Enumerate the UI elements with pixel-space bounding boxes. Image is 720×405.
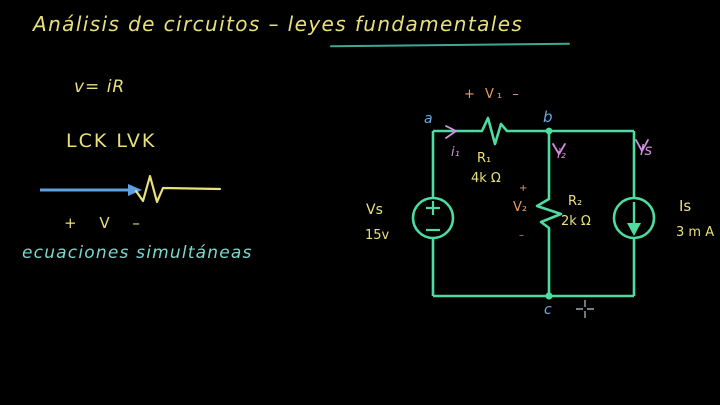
- ohms-law-equation: v= iR: [74, 77, 126, 97]
- current-source-value-label: 3 m A: [676, 225, 715, 240]
- r2-voltage-minus-sign: –: [519, 230, 524, 241]
- simultaneous-equations-note: ecuaciones simultáneas: [22, 243, 253, 263]
- current-i1-arrow: [445, 125, 457, 139]
- r2-voltage-plus-sign: +: [519, 183, 528, 194]
- crosshair-cursor-icon: [576, 300, 594, 318]
- r1-value-label: 4k Ω: [471, 171, 501, 186]
- resistor-r2-symbol: [535, 190, 563, 298]
- node-b-label: b: [543, 108, 553, 126]
- current-arrow-head: [128, 184, 142, 196]
- kirchhoff-laws-note: LCK LVK: [66, 130, 157, 152]
- page-title: Análisis de circuitos – leyes fundamenta…: [33, 12, 524, 36]
- resistor-r1-symbol: [471, 116, 551, 146]
- node-a-label: a: [424, 111, 433, 127]
- node-b-dot: [545, 127, 553, 135]
- current-source-arrow-head: [627, 223, 641, 236]
- title-underline: [329, 42, 571, 48]
- current-is-arrow: [635, 139, 649, 152]
- r1-symbol-label: R₁: [477, 151, 492, 166]
- current-i1-label: i₁: [451, 145, 460, 160]
- resistor-zigzag: [134, 174, 222, 204]
- current-i2-arrow: [552, 143, 566, 155]
- r2-voltage-label: V₂: [513, 200, 528, 215]
- element-polarity-label: + V –: [64, 214, 149, 232]
- resistor-sketch: [40, 174, 222, 204]
- voltage-source-symbol-label: Vs: [366, 202, 383, 218]
- r1-voltage-label: + V₁ –: [464, 87, 522, 102]
- current-is-branch-label: Is: [640, 141, 653, 159]
- circuit-schematic: [411, 116, 656, 300]
- node-c-label: c: [544, 302, 552, 318]
- current-source-symbol-label: Is: [679, 197, 692, 215]
- voltage-source-value-label: 15v: [365, 228, 390, 243]
- current-i2-label: i₂: [557, 147, 566, 162]
- r2-symbol-label: R₂: [568, 194, 583, 209]
- r2-value-label: 2k Ω: [561, 214, 591, 229]
